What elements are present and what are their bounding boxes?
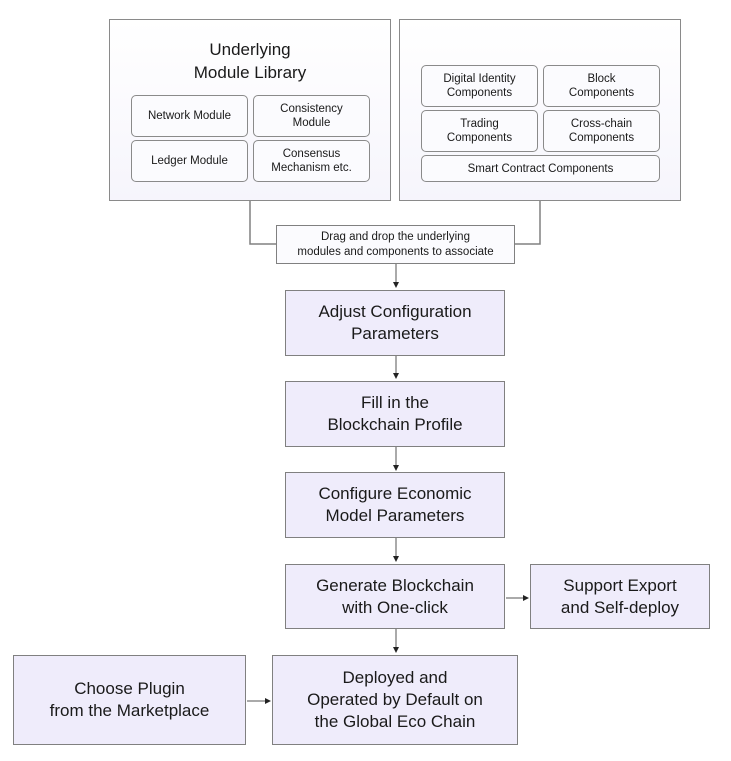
consistency-module[interactable]: Consistency Module [253, 95, 370, 137]
components-panel: Digital Identity Components Block Compon… [399, 19, 681, 201]
consensus-mechanism-module[interactable]: Consensus Mechanism etc. [253, 140, 370, 182]
connector-components-to-drag [515, 201, 541, 245]
module-library-panel: Underlying Module Library Network Module… [109, 19, 391, 201]
digital-identity-components[interactable]: Digital Identity Components [421, 65, 538, 107]
step-deployed-global-eco-chain[interactable]: Deployed and Operated by Default on the … [272, 655, 518, 745]
connector-library-to-drag [249, 201, 277, 245]
cross-chain-components[interactable]: Cross-chain Components [543, 110, 660, 152]
module-library-title-line2: Module Library [193, 63, 307, 82]
drag-drop-note: Drag and drop the underlying modules and… [276, 225, 515, 264]
block-components[interactable]: Block Components [543, 65, 660, 107]
ledger-module[interactable]: Ledger Module [131, 140, 248, 182]
smart-contract-components[interactable]: Smart Contract Components [421, 155, 660, 182]
step-generate-blockchain[interactable]: Generate Blockchain with One-click [285, 564, 505, 629]
trading-components[interactable]: Trading Components [421, 110, 538, 152]
network-module[interactable]: Network Module [131, 95, 248, 137]
step-adjust-configuration[interactable]: Adjust Configuration Parameters [285, 290, 505, 356]
step-fill-blockchain-profile[interactable]: Fill in the Blockchain Profile [285, 381, 505, 447]
module-library-title-line1: Underlying [209, 40, 291, 59]
step-support-export[interactable]: Support Export and Self-deploy [530, 564, 710, 629]
step-choose-plugin[interactable]: Choose Plugin from the Marketplace [13, 655, 246, 745]
step-configure-economic-model[interactable]: Configure Economic Model Parameters [285, 472, 505, 538]
